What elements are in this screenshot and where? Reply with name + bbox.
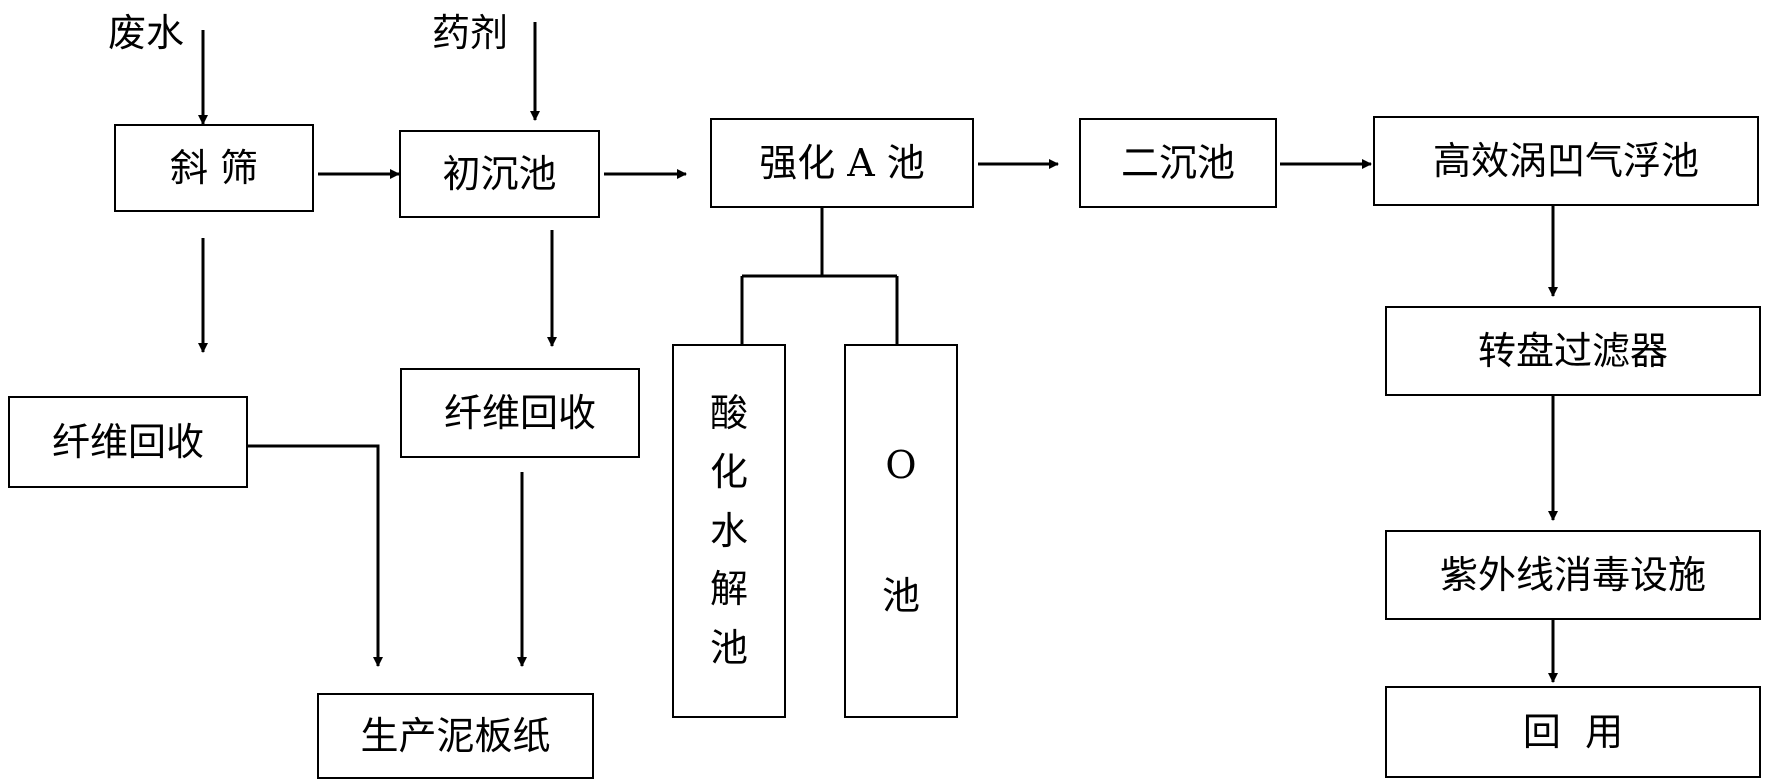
acidification-char-5: 池 — [709, 626, 748, 671]
fiber-recovery-1-box: 纤维回收 — [8, 396, 248, 488]
acidification-char-2: 化 — [709, 449, 748, 494]
acidification-char-4: 解 — [709, 567, 748, 612]
acidification-char-3: 水 — [709, 508, 748, 553]
disc-filter-box: 转盘过滤器 — [1385, 306, 1761, 396]
cavitation-air-flotation-box: 高效涡凹气浮池 — [1373, 116, 1759, 206]
mud-board-paper-label: 生产泥板纸 — [360, 714, 551, 758]
uv-disinfection-box: 紫外线消毒设施 — [1385, 530, 1761, 620]
enhanced-a-tank-label: 强化 A 池 — [759, 141, 925, 185]
acidification-char-1: 酸 — [709, 390, 748, 435]
primary-clarifier-label: 初沉池 — [442, 152, 557, 196]
fiber-recovery-2-label: 纤维回收 — [443, 391, 596, 435]
acidification-hydrolysis-tank-box: 酸 化 水 解 池 — [672, 344, 786, 718]
uv-disinfection-label: 紫外线消毒设施 — [1439, 553, 1706, 597]
inclined-screen-label: 斜 筛 — [169, 146, 259, 190]
chemicals-label: 药剂 — [432, 11, 509, 55]
wastewater-label: 废水 — [108, 11, 185, 55]
fiber-recovery-2-box: 纤维回收 — [400, 368, 640, 458]
o-tank-char-1: O — [885, 443, 917, 488]
reuse-box: 回 用 — [1385, 686, 1761, 778]
primary-clarifier-box: 初沉池 — [399, 130, 600, 218]
o-tank-box: O 池 — [844, 344, 958, 718]
secondary-clarifier-box: 二沉池 — [1079, 118, 1277, 208]
disc-filter-label: 转盘过滤器 — [1477, 329, 1668, 373]
arrow-fiber1-to-paper — [248, 444, 383, 667]
secondary-clarifier-label: 二沉池 — [1120, 141, 1235, 185]
reuse-label: 回 用 — [1522, 710, 1624, 754]
o-tank-char-2: 池 — [881, 574, 920, 618]
enhanced-a-tank-box: 强化 A 池 — [710, 118, 974, 208]
fiber-recovery-1-label: 纤维回收 — [51, 420, 204, 464]
cavitation-air-flotation-label: 高效涡凹气浮池 — [1432, 139, 1699, 183]
mud-board-paper-box: 生产泥板纸 — [317, 693, 594, 779]
inclined-screen-box: 斜 筛 — [114, 124, 314, 212]
